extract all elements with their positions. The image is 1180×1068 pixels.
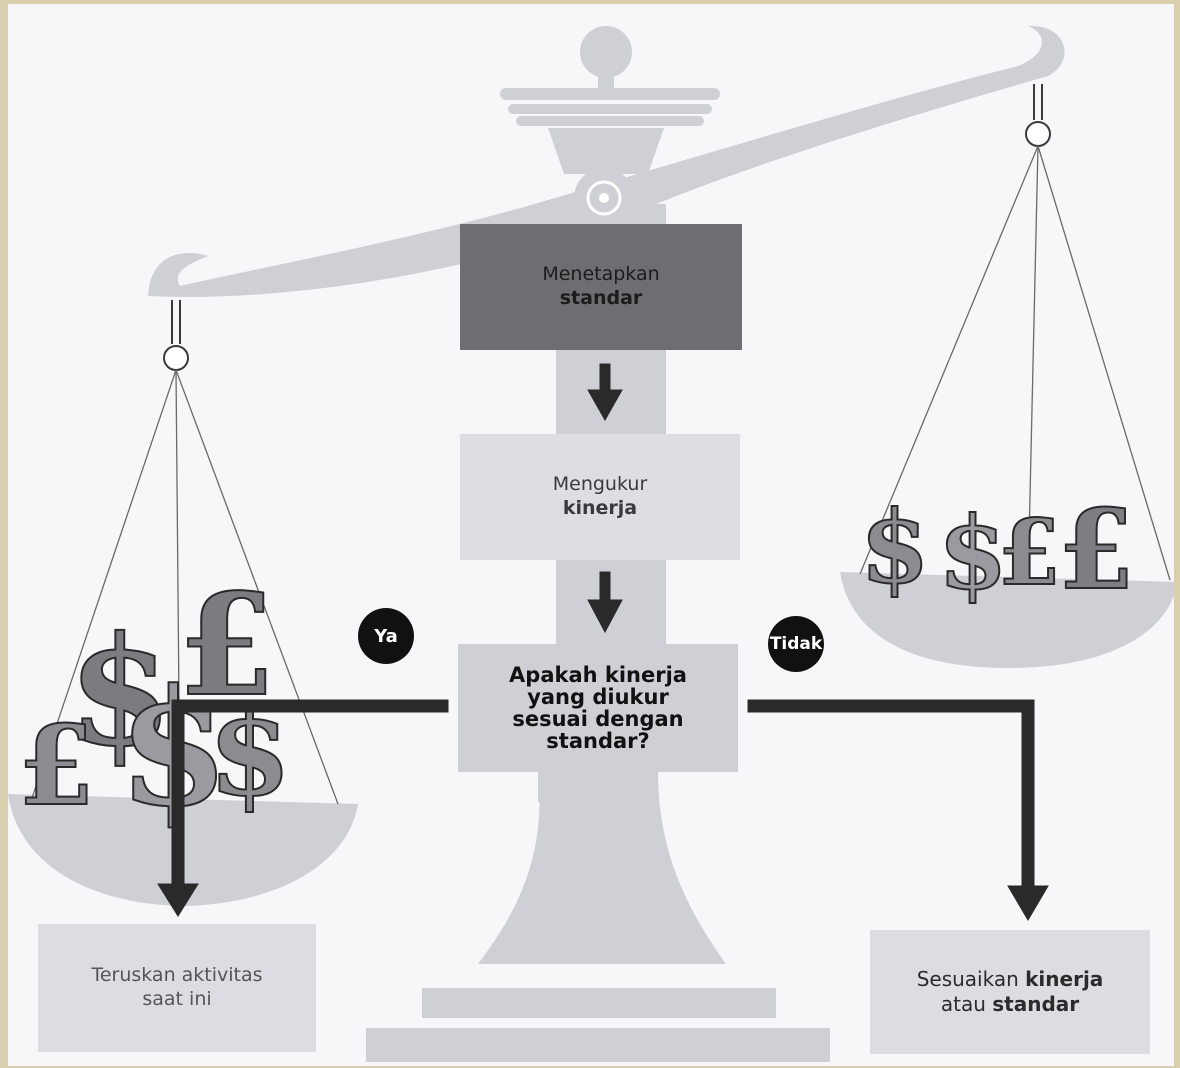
scale-base-bottom [366,1028,830,1062]
scale-base-top [422,988,776,1018]
scale-capital [500,88,720,100]
arrow-down-1 [587,389,623,422]
question-line2: yang diukur [527,684,669,709]
pound-sign-icon: £ [1058,485,1135,614]
scale-finial [580,26,632,78]
outcome-continue-line1: Teruskan aktivitas [91,964,263,987]
step-measure-performance: Mengukur kinerja [460,434,740,560]
right-hanger-ring [1025,121,1051,147]
arrow-down-2 [587,599,623,634]
outcome-continue-line2: saat ini [142,988,212,1010]
dollar-sign-icon: $ [938,494,1008,612]
outcome-adjust-bold1: kinerja [1025,967,1104,991]
outcome-adjust-middle: atau [940,992,993,1016]
outcome-adjust-prefix: Sesuaikan [916,967,1026,991]
pound-sign-icon: £ [18,701,95,830]
question-line3: sesuai dengan [512,707,684,731]
no-badge: Tidak [768,616,824,672]
pound-sign-icon: £ [998,500,1061,606]
dollar-sign-icon: $ [860,488,930,606]
diagram-canvas: $ £ $ $ £ $ $ £ £ Men [8,4,1174,1066]
step-measure-line2: kinerja [562,497,638,519]
question-line1: Apakah kinerja [509,662,687,687]
outcome-continue: Teruskan aktivitas saat ini [38,924,316,1052]
right-pan-cords [859,145,1171,585]
step-set-standard-line2: standar [559,287,643,309]
decision-question: Apakah kinerja yang diukur sesuai dengan… [458,644,738,772]
step-set-standard: Menetapkan standar [460,224,742,350]
arrow-no [1007,885,1049,921]
outcome-adjust-bold2: standar [992,992,1080,1016]
left-hanger-ring [163,345,189,371]
flow-arrows [157,363,1049,921]
right-pan [840,572,1174,668]
outcome-adjust: Sesuaikan kinerja atau standar [870,930,1150,1054]
arrow-yes [157,883,199,917]
outcome-adjust-line1: Sesuaikan kinerja [917,967,1104,992]
outcome-adjust-line2: atau standar [941,992,1079,1017]
step-measure-line1: Mengukur [552,473,648,496]
dollar-sign-icon: $ [68,604,172,780]
question-line4: standar? [546,729,650,754]
yes-badge: Ya [358,608,414,664]
step-set-standard-line1: Menetapkan [542,263,660,286]
right-pan-money: $ $ £ £ [859,484,1136,615]
